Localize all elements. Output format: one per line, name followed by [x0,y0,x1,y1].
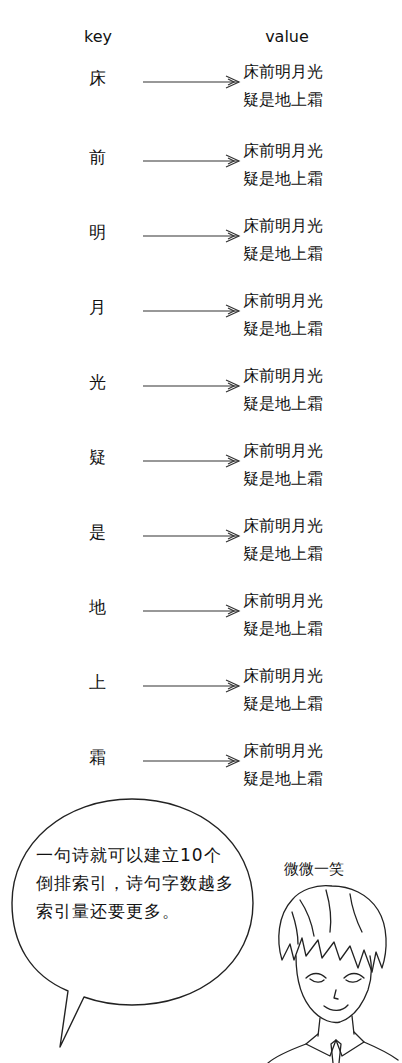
right-eye [344,974,364,979]
key-text: 疑 [85,445,109,469]
key-text: 是 [85,520,109,544]
value-text: 床前明月光 疑是地上霜 [243,437,335,493]
column-header: key [84,27,112,46]
index-arrow [143,310,239,311]
key-text: 霜 [85,745,109,769]
index-arrow [143,385,239,386]
poem-value: 床前明月光 疑是地上霜 [243,58,335,114]
bubble-outline [10,795,255,1005]
nose [334,990,338,999]
face-outline [296,956,371,1023]
index-arrow [143,760,239,761]
key-text: 光 [85,370,109,394]
poem-value: 床前明月光 疑是地上霜 [243,587,335,643]
key-character: 上 [85,670,109,694]
key-character: 疑 [85,445,109,469]
eye-lids [310,979,361,982]
key-character: 霜 [85,745,109,769]
character-caption: 微微一笑 [284,860,344,879]
key-text: 地 [85,595,109,619]
key-character: 前 [85,145,109,169]
value-text: 床前明月光 疑是地上霜 [243,737,335,793]
key-character: 地 [85,595,109,619]
left-eye [306,974,326,979]
index-arrow [143,81,239,82]
poem-value: 床前明月光 疑是地上霜 [243,137,335,193]
bubble-shape [12,799,253,1047]
key-text: 上 [85,670,109,694]
value-text: 床前明月光 疑是地上霜 [243,137,335,193]
neck [318,1016,354,1036]
index-arrow [143,235,239,236]
value-text: 床前明月光 疑是地上霜 [243,512,335,568]
key-text: 床 [85,66,109,90]
poem-value: 床前明月光 疑是地上霜 [243,362,335,418]
index-arrow [143,685,239,686]
necktie [331,1040,341,1063]
value-text: 床前明月光 疑是地上霜 [243,362,335,418]
poem-value: 床前明月光 疑是地上霜 [243,737,335,793]
index-arrow [143,460,239,461]
poem-value: 床前明月光 疑是地上霜 [243,287,335,343]
poem-value: 床前明月光 疑是地上霜 [243,437,335,493]
key-character: 明 [85,220,109,244]
speech-bubble: 一句诗就可以建立10个倒排索引，诗句字数越多索引量还要更多。 [10,795,255,1005]
poem-value: 床前明月光 疑是地上霜 [243,662,335,718]
index-arrow [143,610,239,611]
key-character: 是 [85,520,109,544]
poem-value: 床前明月光 疑是地上霜 [243,512,335,568]
value-text: 床前明月光 疑是地上霜 [243,212,335,268]
hair-strands [292,890,362,944]
key-character: 月 [85,295,109,319]
key-text: 前 [85,145,109,169]
poem-value: 床前明月光 疑是地上霜 [243,212,335,268]
value-text: 床前明月光 疑是地上霜 [243,58,335,114]
index-arrow [143,535,239,536]
key-text: 月 [85,295,109,319]
value-text: 床前明月光 疑是地上霜 [243,662,335,718]
value-text: 床前明月光 疑是地上霜 [243,587,335,643]
value-text: 床前明月光 疑是地上霜 [243,287,335,343]
index-arrow [143,160,239,161]
smile [324,1005,348,1010]
key-character: 床 [85,66,109,90]
column-header: value [265,27,309,46]
shirt-collar [306,1032,364,1056]
bubble-text: 一句诗就可以建立10个倒排索引，诗句字数越多索引量还要更多。 [36,841,236,925]
key-text: 明 [85,220,109,244]
key-character: 光 [85,370,109,394]
